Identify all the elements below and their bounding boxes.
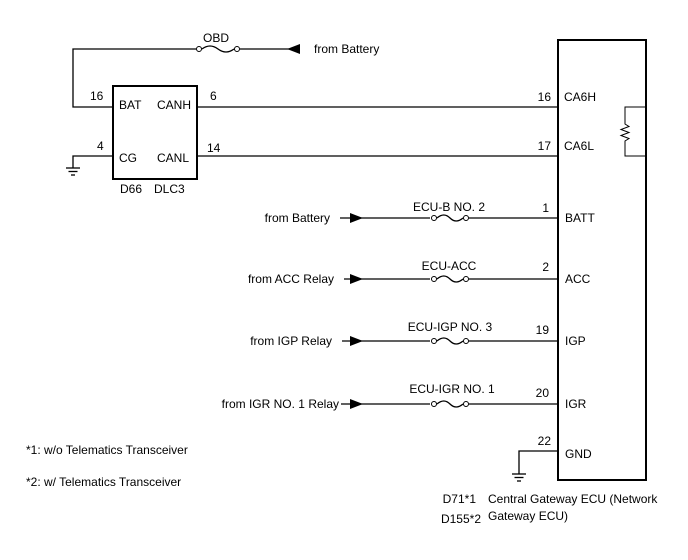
ecu-pin-number: 22: [538, 434, 552, 448]
dlc-pin-cg-number: 4: [97, 139, 104, 153]
input-fuse-label: ECU-IGR NO. 1: [409, 382, 495, 396]
dlc-pin-bat-label: BAT: [119, 98, 142, 112]
obd-fuse-terminal-left: [196, 46, 202, 52]
ecu-pin-number: 17: [538, 139, 552, 153]
input-fuse-label: ECU-ACC: [422, 259, 477, 273]
obd-source-label: from Battery: [314, 42, 379, 56]
dlc-pin-bat-number: 16: [90, 89, 104, 103]
ecu-name-line2: Gateway ECU): [488, 509, 568, 523]
ecu-pin-number: 19: [536, 323, 550, 337]
ecu-pin-name: IGR: [565, 397, 587, 411]
central-gateway-ecu-box: [557, 39, 647, 481]
obd-fuse-label: OBD: [203, 31, 229, 45]
ecu-code-1: D71*1: [443, 492, 477, 506]
dlc-pin-cg-label: CG: [119, 151, 137, 165]
ecu-code-2: D155*2: [441, 512, 481, 526]
obd-fuse-terminal-right: [234, 46, 240, 52]
input-source-label: from IGR NO. 1 Relay: [222, 397, 339, 411]
ecu-pin-number: 2: [542, 260, 549, 274]
ecu-pin-name: GND: [565, 447, 592, 461]
input-source-label: from IGP Relay: [250, 334, 332, 348]
obd-wire: [72, 48, 196, 108]
ecu-name-line1: Central Gateway ECU (Network: [488, 492, 658, 506]
fuse-icon: [436, 275, 464, 283]
dlc-connector-name: DLC3: [154, 182, 185, 196]
dlc-pin-canl-number: 14: [207, 141, 221, 155]
dlc-ground-wire: [72, 155, 113, 168]
ecu-pin-name: BATT: [565, 211, 595, 225]
ecu-pin-name: CA6L: [564, 139, 594, 153]
obd-fuse-icon: [201, 45, 235, 53]
ecu-pin-name: CA6H: [564, 90, 596, 104]
obd-arrow-icon: [287, 44, 300, 54]
fuse-icon: [436, 400, 464, 408]
input-source-label: from Battery: [265, 211, 330, 225]
ecu-pin-name: IGP: [565, 334, 586, 348]
dlc-pin-canh-number: 6: [210, 89, 217, 103]
note-2: *2: w/ Telematics Transceiver: [26, 475, 181, 489]
dlc-connector-id: D66: [120, 182, 142, 196]
dlc-pin-canh-label: CANH: [157, 98, 191, 112]
ecu-pin-name: ACC: [565, 272, 591, 286]
input-source-label: from ACC Relay: [248, 272, 334, 286]
ecu-pin-number: 20: [536, 386, 550, 400]
input-fuse-label: ECU-IGP NO. 3: [408, 320, 493, 334]
dlc-pin-canl-label: CANL: [157, 151, 189, 165]
ecu-pin-number: 16: [538, 90, 552, 104]
fuse-icon: [436, 214, 464, 222]
termination-resistor-icon: [619, 106, 646, 157]
dlc3-connector-box: [112, 85, 198, 180]
ecu-ground-wire: [518, 450, 558, 474]
input-fuse-label: ECU-B NO. 2: [413, 200, 485, 214]
ecu-pin-number: 1: [542, 201, 549, 215]
note-1: *1: w/o Telematics Transceiver: [26, 443, 188, 457]
fuse-icon: [436, 337, 464, 345]
